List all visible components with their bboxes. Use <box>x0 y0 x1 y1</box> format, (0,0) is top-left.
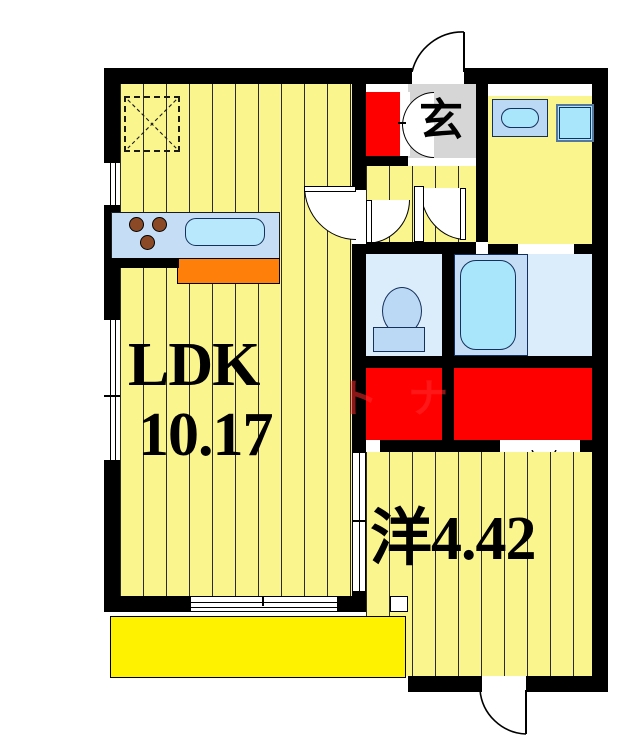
entrance-wall-right <box>476 84 488 242</box>
ldk-size-label: 10.17 <box>138 401 273 469</box>
entrance-step-wall <box>366 156 408 166</box>
shoe-cabinet <box>366 92 400 156</box>
front-door-swing[interactable] <box>408 28 468 73</box>
bathroom-wall-bottom <box>454 356 592 368</box>
front-door-opening <box>412 68 464 84</box>
toilet-wall-right <box>442 254 454 356</box>
stove-burner <box>140 235 155 250</box>
toilet-tank <box>373 327 425 352</box>
balcony-door-mullion <box>262 596 264 606</box>
sliding-door-mullion <box>352 520 366 522</box>
interior-wall-ldk-hall <box>352 84 366 190</box>
balcony-door-rail <box>190 602 338 603</box>
stove-burner <box>129 217 144 232</box>
window-left-lower <box>104 320 120 460</box>
loft-storage <box>124 96 180 152</box>
entrance-label: 玄 <box>419 96 463 145</box>
kitchen-island <box>177 258 280 284</box>
western-room-label: 洋4.42 <box>370 505 537 573</box>
door-hall-washroom-frame <box>414 186 424 242</box>
loft-storage-cross-icon <box>127 99 177 149</box>
hallway-wall-bottom <box>366 242 476 254</box>
window-room-bottom <box>390 596 408 612</box>
ldk-floor <box>120 84 358 596</box>
kitchen-partition-wall <box>111 258 179 268</box>
door-ldk-hall-leaf[interactable] <box>304 186 356 192</box>
sliding-door-track <box>359 452 360 592</box>
closet-left-door-opening <box>366 440 380 452</box>
window-left-upper-frame <box>115 163 116 205</box>
window-left-lower-mullion <box>104 395 120 397</box>
stove-burner <box>152 217 167 232</box>
balcony-sliding-door[interactable] <box>190 596 338 612</box>
closet-right <box>454 368 592 440</box>
western-room-size: 4.42 <box>431 505 536 573</box>
closet-left <box>366 368 442 440</box>
window-left-upper-frame <box>110 163 111 205</box>
washroom-bath-door-opening <box>518 244 574 256</box>
washing-machine-space-inner <box>559 107 591 139</box>
watermark: トナ <box>338 377 478 421</box>
front-door-arc-icon <box>411 31 465 73</box>
room-door-arc-icon <box>479 689 527 735</box>
window-left-upper <box>104 163 120 205</box>
room-door-opening <box>482 676 526 692</box>
balcony <box>110 616 406 678</box>
toilet-wall-bottom <box>366 356 454 368</box>
closet-divider <box>442 368 454 440</box>
entrance-inner-door-handle <box>398 122 406 124</box>
bathtub-basin <box>460 260 516 350</box>
exterior-wall-top <box>104 68 608 84</box>
kitchen-sink <box>185 218 265 246</box>
exterior-wall-right <box>592 68 608 692</box>
room-door-swing[interactable] <box>478 689 530 738</box>
western-room-name: 洋 <box>370 505 432 573</box>
door-hall-washroom-leaf[interactable] <box>460 188 466 240</box>
wash-basin-bowl <box>501 108 539 128</box>
window-left-lower-frame <box>115 320 116 460</box>
window-left-lower-frame <box>110 320 111 460</box>
closet-right-door-opening <box>500 440 580 452</box>
door-hall-toilet-leaf[interactable] <box>366 200 372 244</box>
ldk-label: LDK <box>128 331 260 399</box>
balcony-door-rail <box>190 607 338 608</box>
